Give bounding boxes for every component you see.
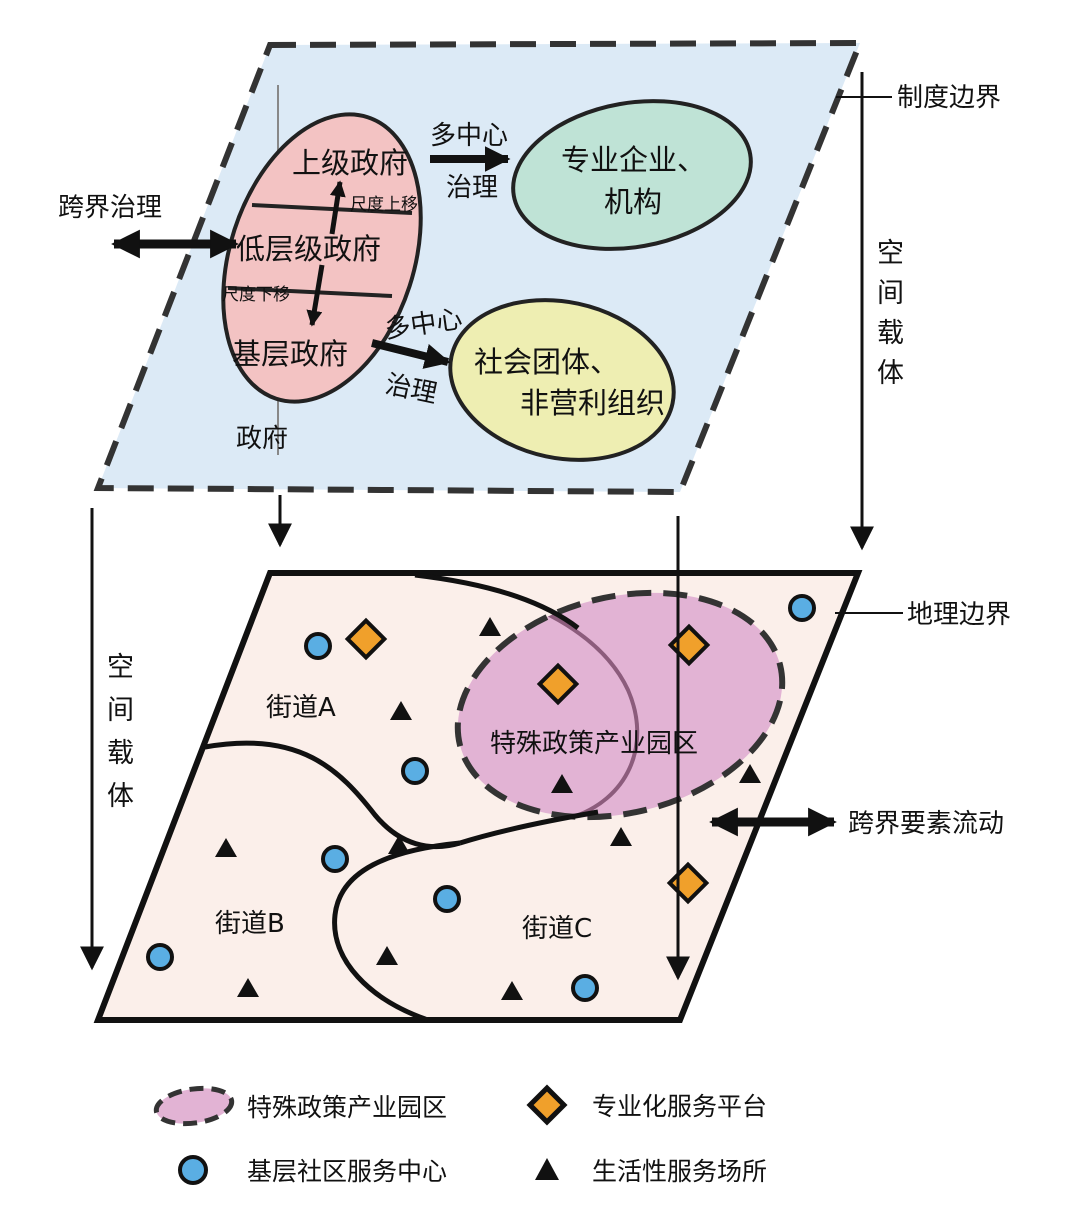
- life-triangle: [501, 981, 523, 1000]
- boundary-c-park-edge: [459, 809, 599, 846]
- multi-center-arrow-2: [371, 339, 451, 369]
- social-label-line1: 社会团体、: [474, 345, 619, 379]
- left-carrier-char-2: 间: [107, 695, 134, 726]
- lower-gov-label: 低层级政府: [236, 232, 381, 266]
- cross-flow-label: 跨界要素流动: [848, 809, 1004, 839]
- left-carrier-char-1: 空: [107, 652, 134, 683]
- multi-center-label-1: 多中心: [430, 121, 508, 151]
- life-triangle: [390, 701, 412, 720]
- upper-gov-label: 上级政府: [292, 146, 408, 180]
- scale-down-arrow: [306, 264, 325, 327]
- social-label-line2: 非营利组织: [520, 386, 665, 420]
- institutional-boundary-label: 制度边界: [897, 83, 1001, 113]
- community-circle: [571, 974, 599, 1002]
- life-service-markers: [215, 617, 761, 1000]
- industrial-park-label: 特殊政策产业园区: [490, 729, 698, 759]
- life-triangle: [376, 946, 398, 965]
- right-carrier-char-1: 空: [877, 238, 904, 269]
- community-circle: [304, 632, 332, 660]
- community-circle: [433, 885, 461, 913]
- platform-diamond: [344, 617, 388, 661]
- government-caption: 政府: [236, 424, 288, 454]
- life-triangle: [237, 978, 259, 997]
- governance-label-1: 治理: [446, 173, 498, 203]
- life-triangle: [610, 827, 632, 846]
- base-gov-label: 基层政府: [232, 337, 348, 371]
- boundary-a-c: [414, 572, 580, 630]
- community-circle: [146, 943, 174, 971]
- street-c-label: 街道C: [522, 914, 592, 944]
- social-ellipse: [448, 298, 676, 462]
- cross-governance-label: 跨界治理: [58, 193, 162, 223]
- legend-community-icon: [178, 1155, 208, 1185]
- community-markers: [146, 594, 816, 1002]
- government-ellipse: [221, 112, 423, 404]
- geographic-boundary-label: 地理边界: [907, 600, 1011, 630]
- right-carrier-char-3: 载: [877, 318, 904, 349]
- life-triangle: [739, 764, 761, 783]
- industrial-park-outline: [454, 589, 786, 821]
- left-carrier-char-3: 载: [107, 738, 134, 769]
- platform-diamond: [667, 623, 711, 667]
- community-circle: [401, 757, 429, 785]
- scale-down-label: 尺度下移: [222, 285, 290, 305]
- legend-community-label: 基层社区服务中心: [247, 1157, 447, 1186]
- scale-up-arrow: [329, 180, 346, 235]
- enterprise-label-line1: 专业企业、: [561, 143, 706, 177]
- life-triangle: [479, 617, 501, 636]
- community-circle: [321, 845, 349, 873]
- right-carrier-char-2: 间: [877, 278, 904, 309]
- legend-park-label: 特殊政策产业园区: [247, 1093, 447, 1122]
- enterprise-label-line2: 机构: [604, 185, 662, 219]
- legend-park-icon: [153, 1085, 235, 1127]
- legend-platform-label: 专业化服务平台: [592, 1092, 767, 1121]
- scale-up-label: 尺度上移: [350, 195, 418, 215]
- enterprise-ellipse: [511, 99, 753, 251]
- gov-divider-1: [251, 203, 413, 215]
- left-carrier-char-4: 体: [107, 781, 134, 812]
- community-circle: [788, 594, 816, 622]
- street-a-label: 街道A: [266, 693, 336, 723]
- legend-platform-icon: [526, 1084, 568, 1126]
- right-carrier-char-4: 体: [877, 358, 904, 389]
- legend: 特殊政策产业园区 专业化服务平台 基层社区服务中心 生活性服务场所: [153, 1084, 767, 1186]
- street-b-label: 街道B: [215, 909, 285, 939]
- gov-divider-2: [227, 286, 393, 298]
- life-triangle: [388, 835, 410, 854]
- life-triangle: [215, 838, 237, 857]
- legend-life-icon: [535, 1158, 559, 1180]
- legend-life-label: 生活性服务场所: [592, 1157, 767, 1186]
- life-triangle: [551, 774, 573, 793]
- platform-diamond: [536, 662, 580, 706]
